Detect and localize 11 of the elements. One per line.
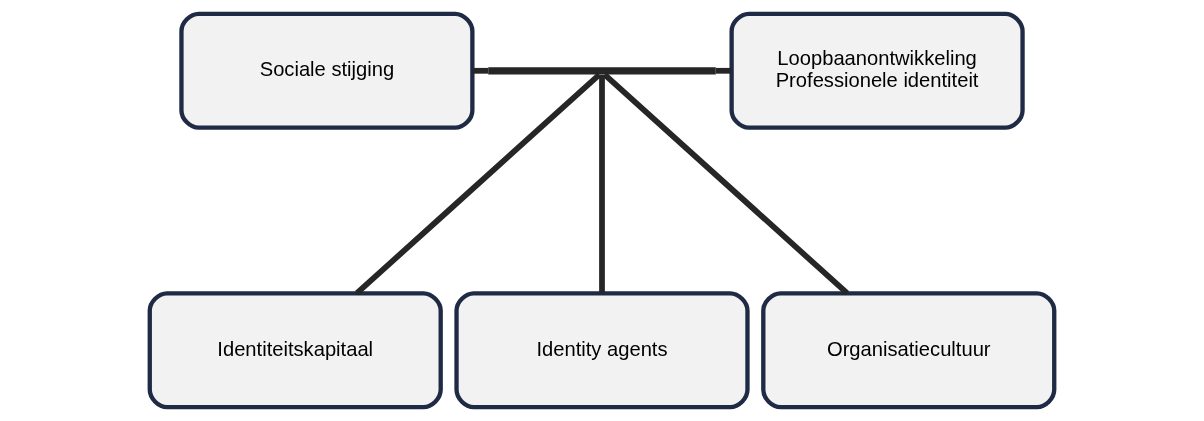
connector [355,72,602,296]
node-box: Sociale stijging [179,11,475,130]
node-bar [488,67,716,75]
node-box: Loopbaanontwikkeling Professionele identiteit [729,11,1025,130]
connector [599,74,605,294]
node-box: Identity agents [454,291,750,410]
connector [472,67,489,74]
connector [715,67,731,74]
node-box: Organisatiecultuur [761,291,1057,410]
connector [602,72,849,296]
node-box: Identiteitskapitaal [147,291,443,410]
